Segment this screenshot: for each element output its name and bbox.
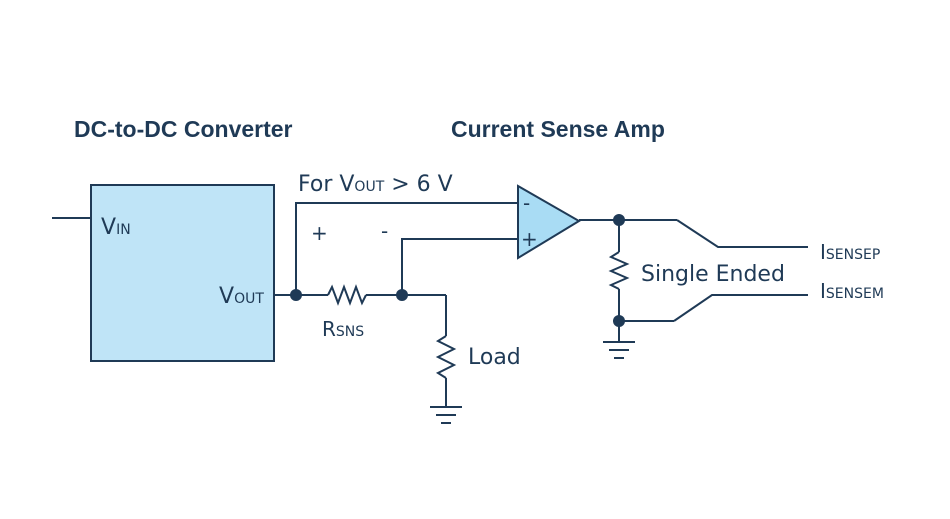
sense-plus-label: +: [311, 221, 328, 245]
vout-label: VOUT: [219, 284, 264, 309]
sense-minus-label: -: [381, 219, 388, 243]
sense-plus-wire: [295, 202, 519, 295]
load-ground-icon: [430, 406, 462, 424]
load-resistor: [435, 335, 457, 379]
condition-label: For VOUT > 6 V: [298, 172, 453, 197]
rsns-label: RSNS: [322, 317, 364, 341]
single-ended-label: Single Ended: [641, 262, 785, 287]
junction-rsns: [396, 289, 408, 301]
junction-vout: [290, 289, 302, 301]
isensep-wire: [676, 219, 808, 248]
isensem-wire: [673, 294, 808, 322]
amp-plus-label: +: [521, 227, 538, 251]
converter-title: DC-to-DC Converter: [74, 116, 293, 142]
vin-label: VIN: [101, 215, 131, 240]
amp-minus-label: -: [523, 191, 530, 215]
output-resistor: [608, 251, 630, 290]
isensep-label: ISENSEP: [820, 240, 880, 264]
isensem-label: ISENSEM: [820, 279, 884, 303]
rsns-resistor: [327, 284, 367, 306]
amp-triangle: [517, 184, 581, 260]
sense-minus-wire: [401, 238, 519, 295]
converter-block: [90, 184, 275, 362]
output-ground-icon: [603, 341, 635, 359]
amp-title: Current Sense Amp: [451, 116, 665, 142]
load-label: Load: [468, 345, 521, 370]
